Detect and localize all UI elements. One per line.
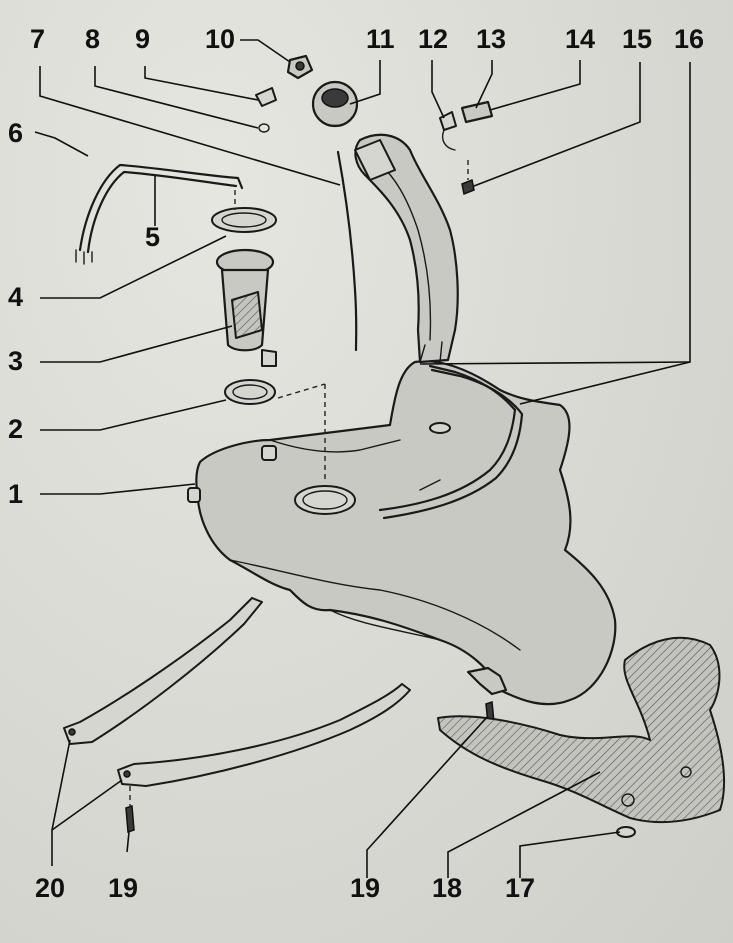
heat-shield [437,636,726,824]
strap-bolt [125,786,135,834]
callout-7: 7 [30,24,45,54]
callout-18: 18 [432,873,462,903]
callout-19-left: 19 [108,873,138,903]
callout-8: 8 [85,24,100,54]
callout-10: 10 [205,24,235,54]
filler-cap [311,80,359,128]
callout-labels: 7 8 9 10 11 12 13 14 15 16 6 5 4 3 2 1 2… [8,24,704,903]
tank-straps [63,597,411,787]
callout-4: 4 [8,282,23,312]
callout-9: 9 [135,24,150,54]
callout-2: 2 [8,414,23,444]
fuel-pump-module [215,248,277,367]
callout-5: 5 [145,222,160,252]
vent-tube [336,150,358,352]
leader-lines [34,39,691,878]
callout-12: 12 [418,24,448,54]
hose-connector [255,87,277,107]
callout-11: 11 [366,24,395,54]
fuel-pipes [75,163,244,265]
callout-15: 15 [622,24,652,54]
callout-16: 16 [674,24,704,54]
filler-neck-assembly [354,133,459,364]
breather-valve [286,54,314,80]
callout-1: 1 [8,479,23,509]
locking-ring [211,190,277,233]
sender-plug [439,100,494,151]
seal-ring [224,379,326,480]
fuel-tank [187,360,617,706]
callout-14: 14 [565,24,595,54]
callout-17: 17 [505,873,535,903]
callout-19-right: 19 [350,873,380,903]
callout-3: 3 [8,346,23,376]
mounting-bolt-15 [461,160,475,196]
callout-13: 13 [476,24,506,54]
callout-20: 20 [35,873,65,903]
callout-6: 6 [8,118,23,148]
o-ring [258,123,270,133]
